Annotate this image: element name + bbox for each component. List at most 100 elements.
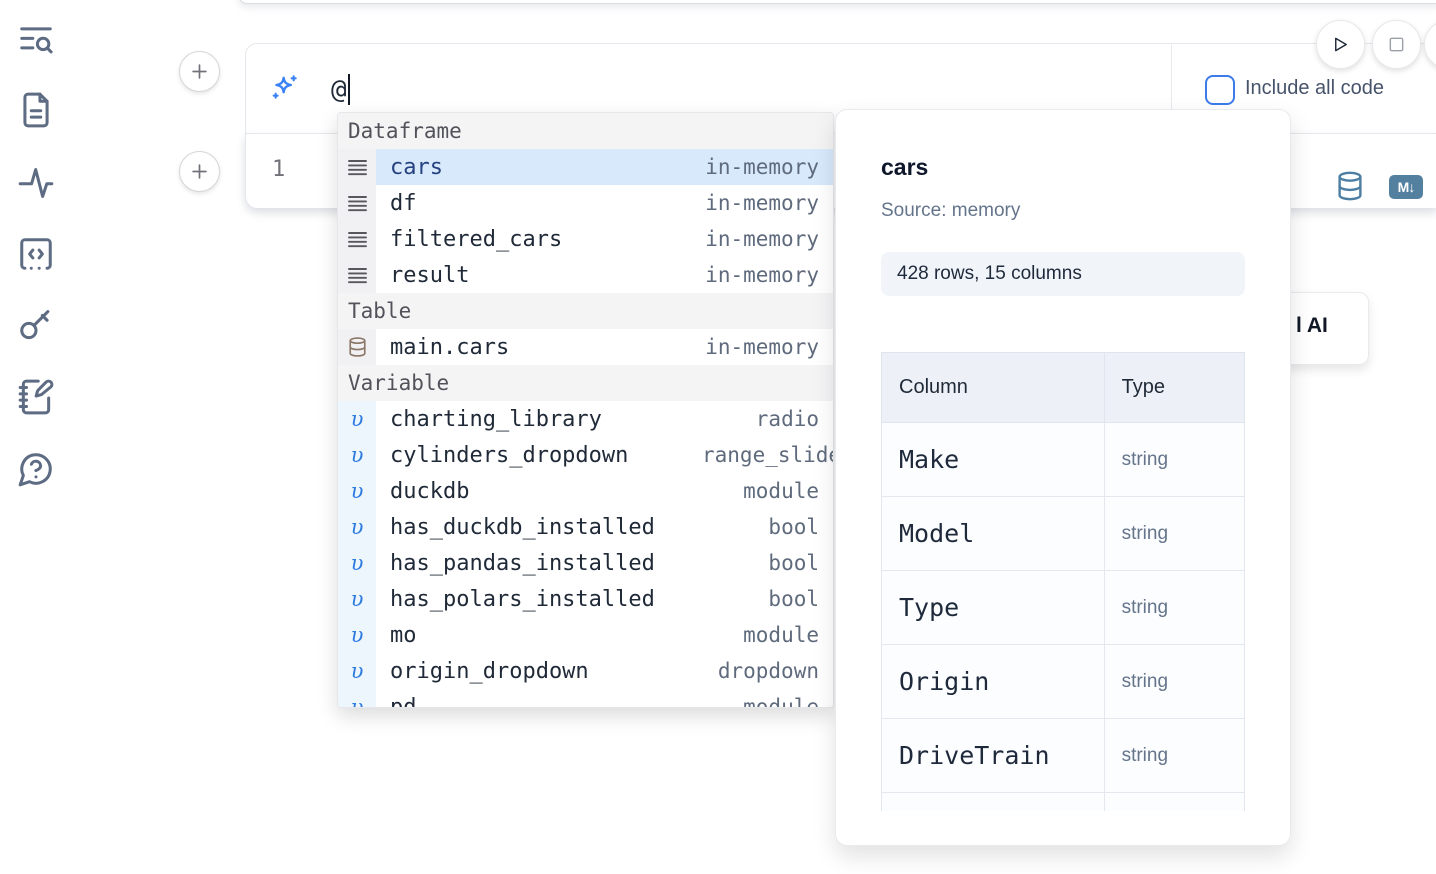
autocomplete-item-df[interactable]: df in-memory xyxy=(338,185,833,221)
add-cell-button-bottom[interactable] xyxy=(179,151,220,192)
shape-badge: 428 rows, 15 columns xyxy=(881,252,1245,296)
item-type: module xyxy=(743,695,819,708)
table-database-icon xyxy=(338,329,376,365)
item-type: bool xyxy=(768,587,819,611)
file-icon[interactable] xyxy=(17,91,55,129)
item-type: in-memory xyxy=(705,191,819,215)
variable-icon: υ xyxy=(338,437,376,473)
column-type: string xyxy=(1103,644,1245,719)
item-name: mo xyxy=(390,622,417,648)
item-name: has_pandas_installed xyxy=(390,550,655,576)
column-name: Make xyxy=(881,422,1105,497)
dataframe-icon xyxy=(338,149,376,185)
variable-icon: υ xyxy=(338,689,376,707)
preview-source: Source: memory xyxy=(881,200,1021,221)
text-cursor xyxy=(347,74,350,105)
variable-icon: υ xyxy=(338,653,376,689)
variable-icon: υ xyxy=(338,473,376,509)
item-name: pd xyxy=(390,694,417,708)
item-type: range_slider xyxy=(702,443,833,467)
autocomplete-item-filtered_cars[interactable]: filtered_cars in-memory xyxy=(338,221,833,257)
column-type: string xyxy=(1103,570,1245,645)
autocomplete-item-result[interactable]: result in-memory xyxy=(338,257,833,293)
autocomplete-section-header: Dataframe xyxy=(338,113,833,149)
scratchpad-icon[interactable] xyxy=(17,378,55,416)
toc-search-icon[interactable] xyxy=(17,21,55,59)
help-chat-icon[interactable] xyxy=(17,450,55,488)
item-type: in-memory xyxy=(705,227,819,251)
stop-button[interactable] xyxy=(1372,20,1421,69)
variable-icon: υ xyxy=(338,581,376,617)
include-all-code-checkbox[interactable] xyxy=(1205,75,1235,105)
item-type: radio xyxy=(755,407,819,431)
variable-icon: υ xyxy=(338,509,376,545)
autocomplete-section-header: Table xyxy=(338,293,833,329)
item-name: df xyxy=(390,190,417,216)
preview-title: cars xyxy=(881,154,929,180)
item-name: duckdb xyxy=(390,478,470,504)
convert-to-markdown-icon[interactable]: M↓ xyxy=(1389,175,1423,199)
add-cell-button-top[interactable] xyxy=(179,51,220,92)
previous-cell-partial xyxy=(238,0,1436,4)
item-name: result xyxy=(390,262,470,288)
activity-icon[interactable] xyxy=(17,164,55,202)
ai-prompt-input[interactable]: @ xyxy=(331,74,350,105)
line-number: 1 xyxy=(272,157,286,182)
item-type: in-memory xyxy=(705,335,819,359)
column-header: Column xyxy=(881,352,1105,423)
code-snippets-icon[interactable] xyxy=(17,235,55,273)
autocomplete-item-cylinders_dropdown[interactable]: υ cylinders_dropdown range_slider xyxy=(338,437,833,473)
column-name: DriveTrain xyxy=(881,718,1105,793)
dataframe-icon xyxy=(338,185,376,221)
panel-divider xyxy=(1171,45,1172,134)
run-cell-button[interactable] xyxy=(1316,20,1365,69)
item-name: filtered_cars xyxy=(390,226,563,252)
item-type: in-memory xyxy=(705,263,819,287)
item-name: origin_dropdown xyxy=(390,658,589,684)
autocomplete-item-cars[interactable]: cars in-memory xyxy=(338,149,833,185)
item-name: charting_library xyxy=(390,406,602,432)
convert-to-sql-icon[interactable] xyxy=(1336,171,1364,201)
key-icon[interactable] xyxy=(17,306,55,344)
item-type: module xyxy=(743,623,819,647)
item-type: bool xyxy=(768,515,819,539)
autocomplete-section-header: Variable xyxy=(338,365,833,401)
column-type: string xyxy=(1103,422,1245,497)
item-name: cars xyxy=(390,154,443,180)
item-name: main.cars xyxy=(390,334,510,360)
autocomplete-item-has_pandas_installed[interactable]: υ has_pandas_installed bool xyxy=(338,545,833,581)
autocomplete-item-main.cars[interactable]: main.cars in-memory xyxy=(338,329,833,365)
ai-card-label: l AI xyxy=(1296,314,1328,337)
autocomplete-item-charting_library[interactable]: υ charting_library radio xyxy=(338,401,833,437)
column-name: Model xyxy=(881,496,1105,571)
item-type: bool xyxy=(768,551,819,575)
variable-icon: υ xyxy=(338,545,376,581)
table-row-partial xyxy=(881,792,1245,811)
item-type: in-memory xyxy=(705,155,819,179)
item-type: module xyxy=(743,479,819,503)
column-type: string xyxy=(1103,718,1245,793)
dataframe-preview-panel: cars Source: memory 428 rows, 15 columns… xyxy=(835,109,1291,846)
variable-icon: υ xyxy=(338,401,376,437)
dataframe-icon xyxy=(338,257,376,293)
column-header: Type xyxy=(1103,352,1245,423)
column-name: Type xyxy=(881,570,1105,645)
item-name: cylinders_dropdown xyxy=(390,442,629,468)
sparkles-icon xyxy=(269,73,301,105)
variable-icon: υ xyxy=(338,617,376,653)
